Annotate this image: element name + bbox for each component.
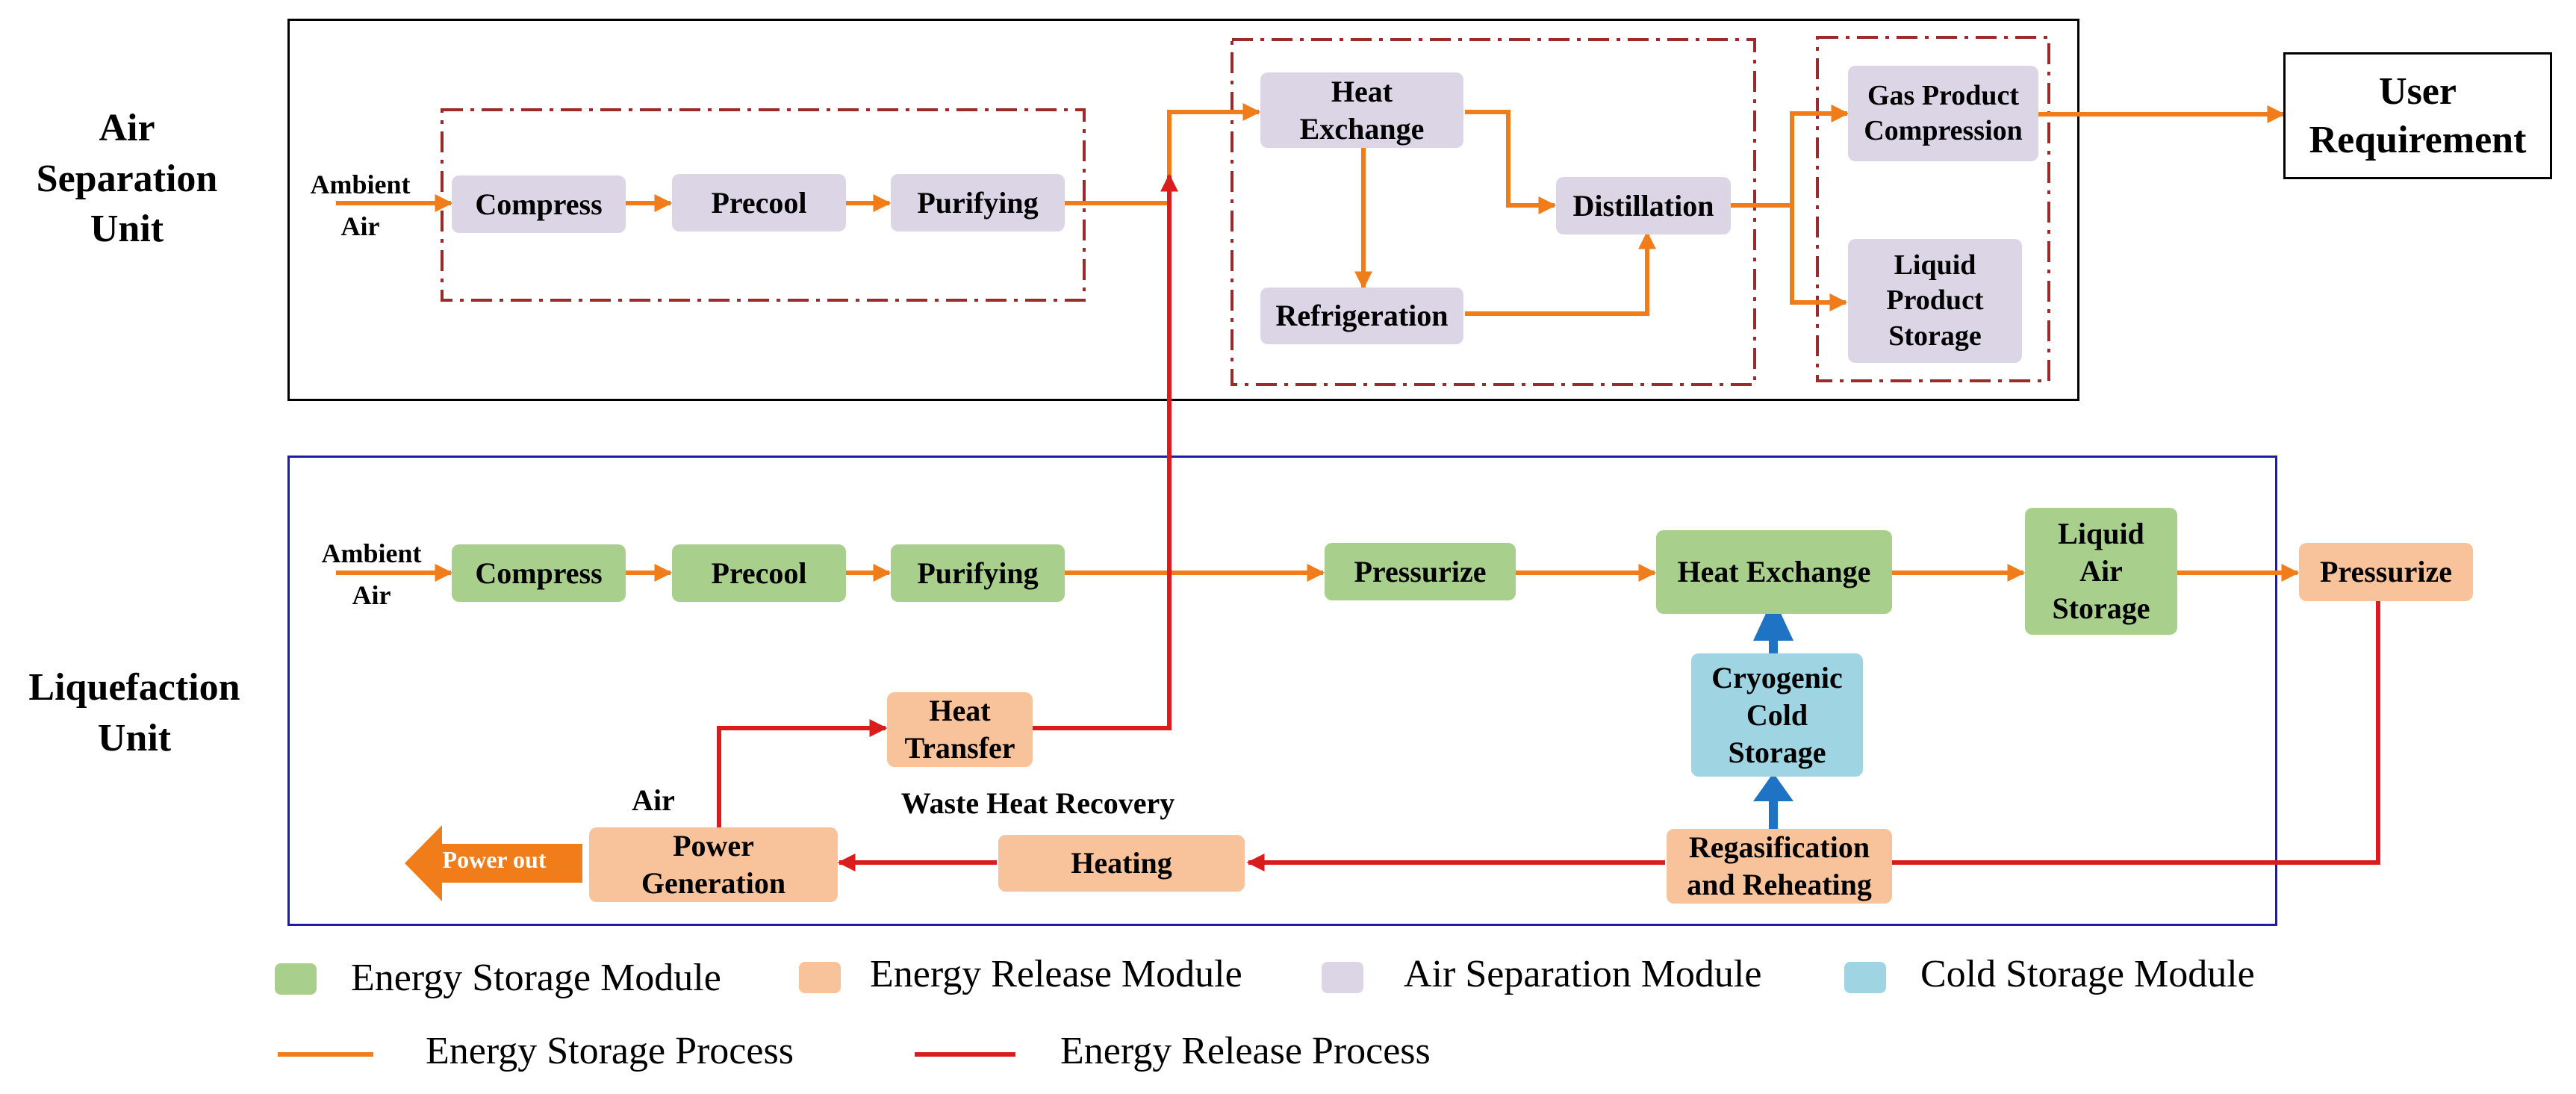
product-group-frame <box>1816 36 2050 382</box>
asu-purifying-to-heat-exchange-arrow <box>1065 103 1261 205</box>
legend-air-separation-swatch <box>1322 962 1363 993</box>
lu-pressurize-release-box: Pressurize <box>2299 543 2473 601</box>
cold-to-heat-exchange-shaft <box>1769 638 1778 653</box>
lu-precool-box: Precool <box>672 544 846 602</box>
legend-energy-release-process: Energy Release Process <box>1060 1030 1431 1072</box>
lu-ambient-air-label: Ambient Air <box>321 538 422 610</box>
heat-transfer-box: Heat Transfer <box>887 692 1033 767</box>
release-pressurize-to-regas-line <box>1892 601 2380 865</box>
asu-distillation-to-gas-arrow <box>1731 105 1849 208</box>
legend-energy-release-module: Energy Release Module <box>870 953 1242 995</box>
legend-energy-storage-module: Energy Storage Module <box>351 957 721 999</box>
liquefaction-unit-frame <box>287 456 2277 926</box>
release-power-to-heat-transfer-arrow <box>717 719 888 827</box>
lu-purifying-box: Purifying <box>891 544 1065 602</box>
asu-heat-exchange-box: Heat Exchange <box>1260 72 1463 148</box>
regasification-box: Regasification and Reheating <box>1667 829 1892 904</box>
asu-liquid-product-storage-box: Liquid Product Storage <box>1848 239 2022 363</box>
distillation-group-frame <box>1231 38 1756 386</box>
asu-precool-box: Precool <box>672 174 846 231</box>
legend-air-separation-module: Air Separation Module <box>1404 953 1762 995</box>
asu-purifying-box: Purifying <box>891 174 1065 231</box>
legend-cold-storage-swatch <box>1844 962 1886 993</box>
regas-to-cold-shaft <box>1769 799 1778 829</box>
asu-heat-exchange-to-distillation-arrow <box>1465 110 1557 214</box>
release-heat-transfer-to-asu-arrow <box>1033 173 1178 730</box>
air-label: Air <box>632 783 675 817</box>
legend-energy-release-swatch <box>799 962 841 993</box>
cryogenic-cold-storage-box: Cryogenic Cold Storage <box>1691 653 1863 777</box>
power-out-label: Power out <box>442 846 547 873</box>
cold-to-heat-exchange-arrowhead <box>1753 597 1793 641</box>
asu-distillation-box: Distillation <box>1556 177 1731 234</box>
user-requirement-box: User Requirement <box>2283 52 2552 179</box>
liquefaction-unit-label: Liquefaction Unit <box>28 666 240 759</box>
power-generation-box: Power Generation <box>589 827 838 902</box>
legend-energy-storage-process: Energy Storage Process <box>426 1030 794 1072</box>
legend-cold-storage-module: Cold Storage Module <box>1920 953 2255 995</box>
waste-heat-recovery-label: Waste Heat Recovery <box>900 786 1175 820</box>
lu-pressurize-box: Pressurize <box>1325 543 1516 600</box>
asu-ambient-air-label: Ambient Air <box>310 170 411 241</box>
legend-energy-storage-swatch <box>275 963 317 995</box>
asu-distillation-to-liquid-arrow <box>1790 205 1848 311</box>
asu-refrigeration-to-distillation-arrow <box>1465 231 1656 316</box>
lu-liquid-air-storage-box: Liquid Air Storage <box>2025 508 2177 635</box>
pretreatment-group-frame <box>441 108 1086 302</box>
regas-to-cold-arrowhead <box>1753 773 1793 801</box>
air-separation-unit-label: Air Separation Unit <box>36 107 218 251</box>
asu-compress-box: Compress <box>452 175 626 233</box>
lu-compress-box: Compress <box>452 544 626 602</box>
asu-refrigeration-box: Refrigeration <box>1260 288 1463 344</box>
power-out-arrow-icon <box>405 825 582 901</box>
asu-gas-product-compression-box: Gas Product Compression <box>1848 66 2038 161</box>
heating-box: Heating <box>998 835 1245 892</box>
lu-heat-exchange-box: Heat Exchange <box>1656 530 1892 614</box>
air-separation-unit-frame <box>287 19 2079 401</box>
